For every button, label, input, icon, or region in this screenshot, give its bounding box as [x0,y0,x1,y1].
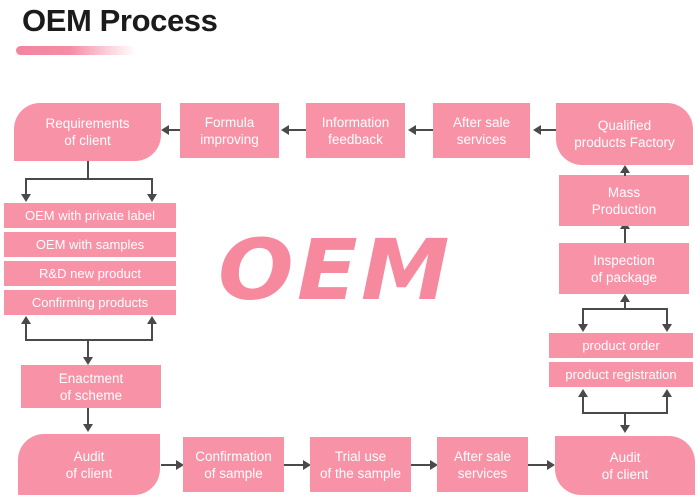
oem-watermark-text: OEM [218,221,453,319]
connector-left-bracket-left-leg [25,178,27,195]
node-requirements-of-client[interactable]: Requirements of client [14,103,161,161]
connector-confirmation-to-trial-arrow [303,460,311,470]
connector-aftersale-to-information-line [416,129,433,131]
node-mass-production[interactable]: Mass Production [559,175,689,226]
connector-right-lower-bracket-left-leg [582,396,584,413]
node-line-2: of package [590,269,658,285]
connector-aftersale-to-audit-right-arrow [547,460,555,470]
connector-right-upper-stem-arrow [620,294,630,302]
connector-formula-to-requirements-arrow [161,125,169,135]
node-line-2: services [457,465,508,481]
node-line-2: services [456,131,507,147]
connector-left-lower-stem [87,339,89,358]
connector-left-bracket-left-arrow [21,194,31,202]
node-line-1: Mass [607,184,641,200]
node-audit-of-client-right[interactable]: Audit of client [555,436,695,495]
node-line-2: of client [64,133,111,148]
node-line-2: improving [200,131,259,147]
connector-audit-to-confirmation-line [161,464,177,466]
connector-right-lower-bracket-right-arrow [662,389,672,397]
node-line-1: Confirmation [195,448,272,464]
connector-left-lower-bracket-bottom [25,339,153,341]
connector-mass-to-qualified-line [624,172,626,176]
node-line-2: of scheme [59,387,123,403]
node-enactment-of-scheme[interactable]: Enactment of scheme [21,365,161,408]
connector-enactment-to-audit-line [87,408,89,425]
node-after-sale-services-bottom[interactable]: After sale services [437,437,528,492]
connector-aftersale-to-information-arrow [408,125,416,135]
connector-aftersale-to-audit-right-line [528,464,548,466]
node-line-2: Production [591,201,657,217]
connector-right-upper-bracket-left-arrow [578,324,588,332]
node-oem-with-private-label[interactable]: OEM with private label [4,203,176,228]
node-inspection-of-package[interactable]: Inspection of package [559,243,689,294]
connector-enactment-to-audit-arrow [83,424,93,432]
node-audit-of-client-left[interactable]: Audit of client [18,434,160,495]
connector-right-lower-bracket-right-leg [666,396,668,413]
node-product-registration[interactable]: product registration [549,362,693,387]
node-line-1: Information [321,114,390,130]
node-trial-use-of-the-sample[interactable]: Trial use of the sample [310,437,411,492]
connector-right-upper-bracket-right-leg [666,308,668,326]
connector-right-lower-bracket-left-arrow [578,389,588,397]
connector-left-bracket-right-arrow [147,194,157,202]
connector-left-lower-bracket-left-arrow [21,316,31,324]
node-confirming-products[interactable]: Confirming products [4,290,176,315]
connector-left-lower-bracket-left-leg [25,323,27,340]
node-line-1: Inspection [593,252,655,268]
node-line-1: Requirements [45,116,130,131]
connector-right-upper-stem [624,301,626,309]
connector-mass-to-qualified-arrow [620,165,630,173]
connector-qualified-to-aftersale-arrow [533,125,541,135]
node-qualified-products-factory[interactable]: Qualified products Factory [556,103,693,165]
node-line-1: Enactment [58,370,124,386]
connector-right-lower-stem [624,412,626,426]
connector-information-to-formula-arrow [281,125,289,135]
node-line-1: Audit [609,449,641,465]
node-line-2: products Factory [574,135,675,150]
node-line-2: of client [65,465,113,481]
node-line-1: Qualified [597,118,652,133]
connector-right-upper-bracket-left-leg [582,308,584,326]
connector-information-to-formula-line [289,129,306,131]
node-line-1: Audit [73,448,105,464]
node-line-1: After sale [452,114,511,130]
connector-right-upper-bracket-top [582,308,668,310]
connector-inspection-to-mass-line [624,228,626,243]
node-information-feedback[interactable]: Information feedback [306,103,405,158]
node-formula-improving[interactable]: Formula improving [180,103,279,158]
node-line-2: of client [601,466,649,482]
title-underline-rule [16,46,136,55]
node-confirmation-of-sample[interactable]: Confirmation of sample [183,437,284,492]
connector-left-lower-bracket-right-arrow [147,316,157,324]
connector-confirmation-to-trial-line [284,464,304,466]
node-line-2: of sample [204,465,263,481]
node-after-sale-services-top[interactable]: After sale services [433,103,530,158]
connector-left-bracket-right-leg [151,178,153,195]
connector-left-lower-stem-arrow [83,357,93,365]
page-title: OEM Process [22,3,218,38]
node-rd-new-product[interactable]: R&D new product [4,261,176,286]
node-line-1: Formula [204,114,255,130]
connector-left-lower-bracket-right-leg [151,323,153,340]
connector-trial-to-aftersale-arrow [430,460,438,470]
connector-left-bracket-top [25,178,153,180]
node-oem-with-samples[interactable]: OEM with samples [4,232,176,257]
connector-requirements-down-stem [87,161,89,178]
node-product-order[interactable]: product order [549,333,693,358]
connector-qualified-to-aftersale-line [541,129,556,131]
connector-right-upper-bracket-right-arrow [662,324,672,332]
node-line-1: Trial use [334,448,387,464]
node-line-2: of the sample [319,465,402,481]
connector-formula-to-requirements-line [169,129,180,131]
connector-right-lower-stem-arrow [620,425,630,433]
node-line-2: feedback [328,131,383,147]
connector-audit-to-confirmation-arrow [176,460,184,470]
node-line-1: After sale [453,448,512,464]
connector-trial-to-aftersale-line [411,464,431,466]
